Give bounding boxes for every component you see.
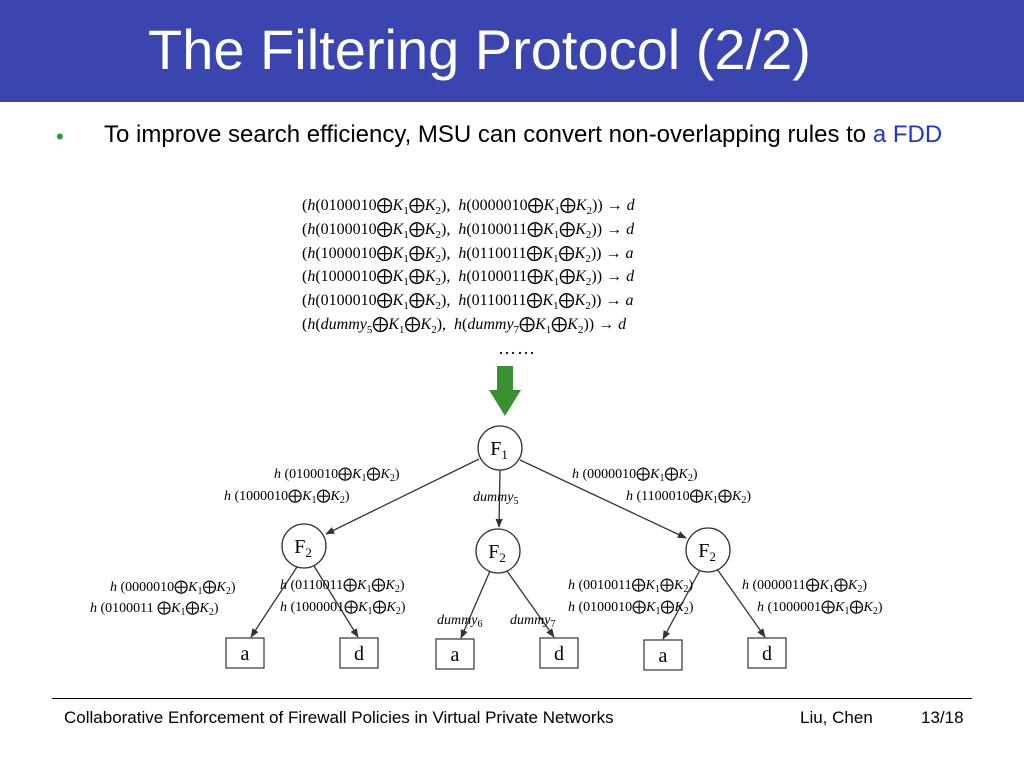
child1-left-label-2: h (0100011 ⨁K1⨁K2) [90,601,219,618]
fdd-leaf-4 [539,637,579,669]
edge-f2c-right2 [716,568,766,638]
child1-right-label-1: h (0110011⨁K1⨁K2) [280,578,405,595]
fdd-child-node-2 [475,528,521,574]
footer-page-number: 13/18 [921,708,964,727]
edge-f2a-right [313,565,359,638]
footer-title: Collaborative Enforcement of Firewall Po… [64,708,614,727]
child3-right-label-2: h (1000001⨁K1⨁K2) [757,600,883,617]
rule-2: (h(0100010⨁K1⨁K2), h(0100011⨁K1⨁K2)) → d [302,220,635,241]
edge-f2c-right [506,570,555,638]
root-left-label-1: h (0100010⨁K1⨁K2) [274,467,400,484]
fdd-child-node-1 [281,523,327,569]
bullet-marker: • [56,124,64,149]
fdd-leaf-5-label: a [659,645,668,667]
rules-continuation: …… [498,338,536,358]
root-right-label-1: h (0000010⨁K1⨁K2) [572,467,698,484]
root-left-label-2: h (1000010⨁K1⨁K2) [224,489,350,506]
down-arrow-shaft [497,366,513,392]
edge-f2c-left [662,569,701,640]
slide-title: The Filtering Protocol (2/2) [148,18,811,81]
title-bar [0,0,1024,102]
bullet-text: To improve search efficiency, MSU can co… [104,118,964,152]
fdd-leaf-6-label: d [762,643,772,665]
child3-left-label-2: h (0100010⨁K1⨁K2) [568,600,694,617]
fdd-leaf-2 [339,637,379,669]
edge-f2b-left [460,570,491,639]
bullet-body: To improve search efficiency, MSU can co… [104,121,873,148]
child2-right-label: dummy7 [510,613,555,630]
child3-left-label-1: h (0010011⨁K1⨁K2) [568,578,693,595]
fdd-leaf-2-label: d [354,643,364,665]
edge-root-right [519,459,687,539]
child1-left-label-1: h (0000010⨁K1⨁K2) [110,580,236,597]
rule-list: (h(0100010⨁K1⨁K2), h(0000010⨁K1⨁K2)) → d… [302,194,635,337]
fdd-child-node-3 [685,527,731,573]
rule-1: (h(0100010⨁K1⨁K2), h(0000010⨁K1⨁K2)) → d [302,197,635,218]
root-middle-label: dummy5 [473,490,518,507]
fdd-leaf-6 [747,637,787,669]
edge-root-middle [495,469,503,528]
rule-6: (h(dummy5⨁K1⨁K2), h(dummy7⨁K1⨁K2)) → d [302,315,627,337]
root-right-label-2: h (1100010⨁K1⨁K2) [626,489,751,506]
edge-f2a-left [250,566,298,638]
footer-author: Liu, Chen [800,708,873,727]
edge-root-left [325,458,480,535]
rule-5: (h(0100010⨁K1⨁K2), h(0110011⨁K1⨁K2)) → a [302,292,634,313]
rule-3: (h(1000010⨁K1⨁K2), h(0110011⨁K1⨁K2)) → a [302,244,634,265]
child1-right-label-2: h (1000001⨁K1⨁K2) [280,600,406,617]
fdd-leaf-1-label: a [241,643,250,665]
fdd-leaf-3 [435,638,475,670]
footer-divider [52,698,972,699]
fdd-leaf-5 [643,639,683,671]
fdd-root-node [477,425,523,471]
bullet-highlight: a FDD [872,121,943,148]
fdd-leaf-3-label: a [451,644,460,666]
down-arrow-head [489,390,521,416]
fdd-leaf-1 [225,637,265,669]
child3-right-label-1: h (0000011⨁K1⨁K2) [742,578,867,595]
rule-4: (h(1000010⨁K1⨁K2), h(0100011⨁K1⨁K2)) → d [302,268,635,289]
child2-left-label: dummy6 [437,613,482,630]
fdd-leaf-4-label: d [554,643,564,665]
